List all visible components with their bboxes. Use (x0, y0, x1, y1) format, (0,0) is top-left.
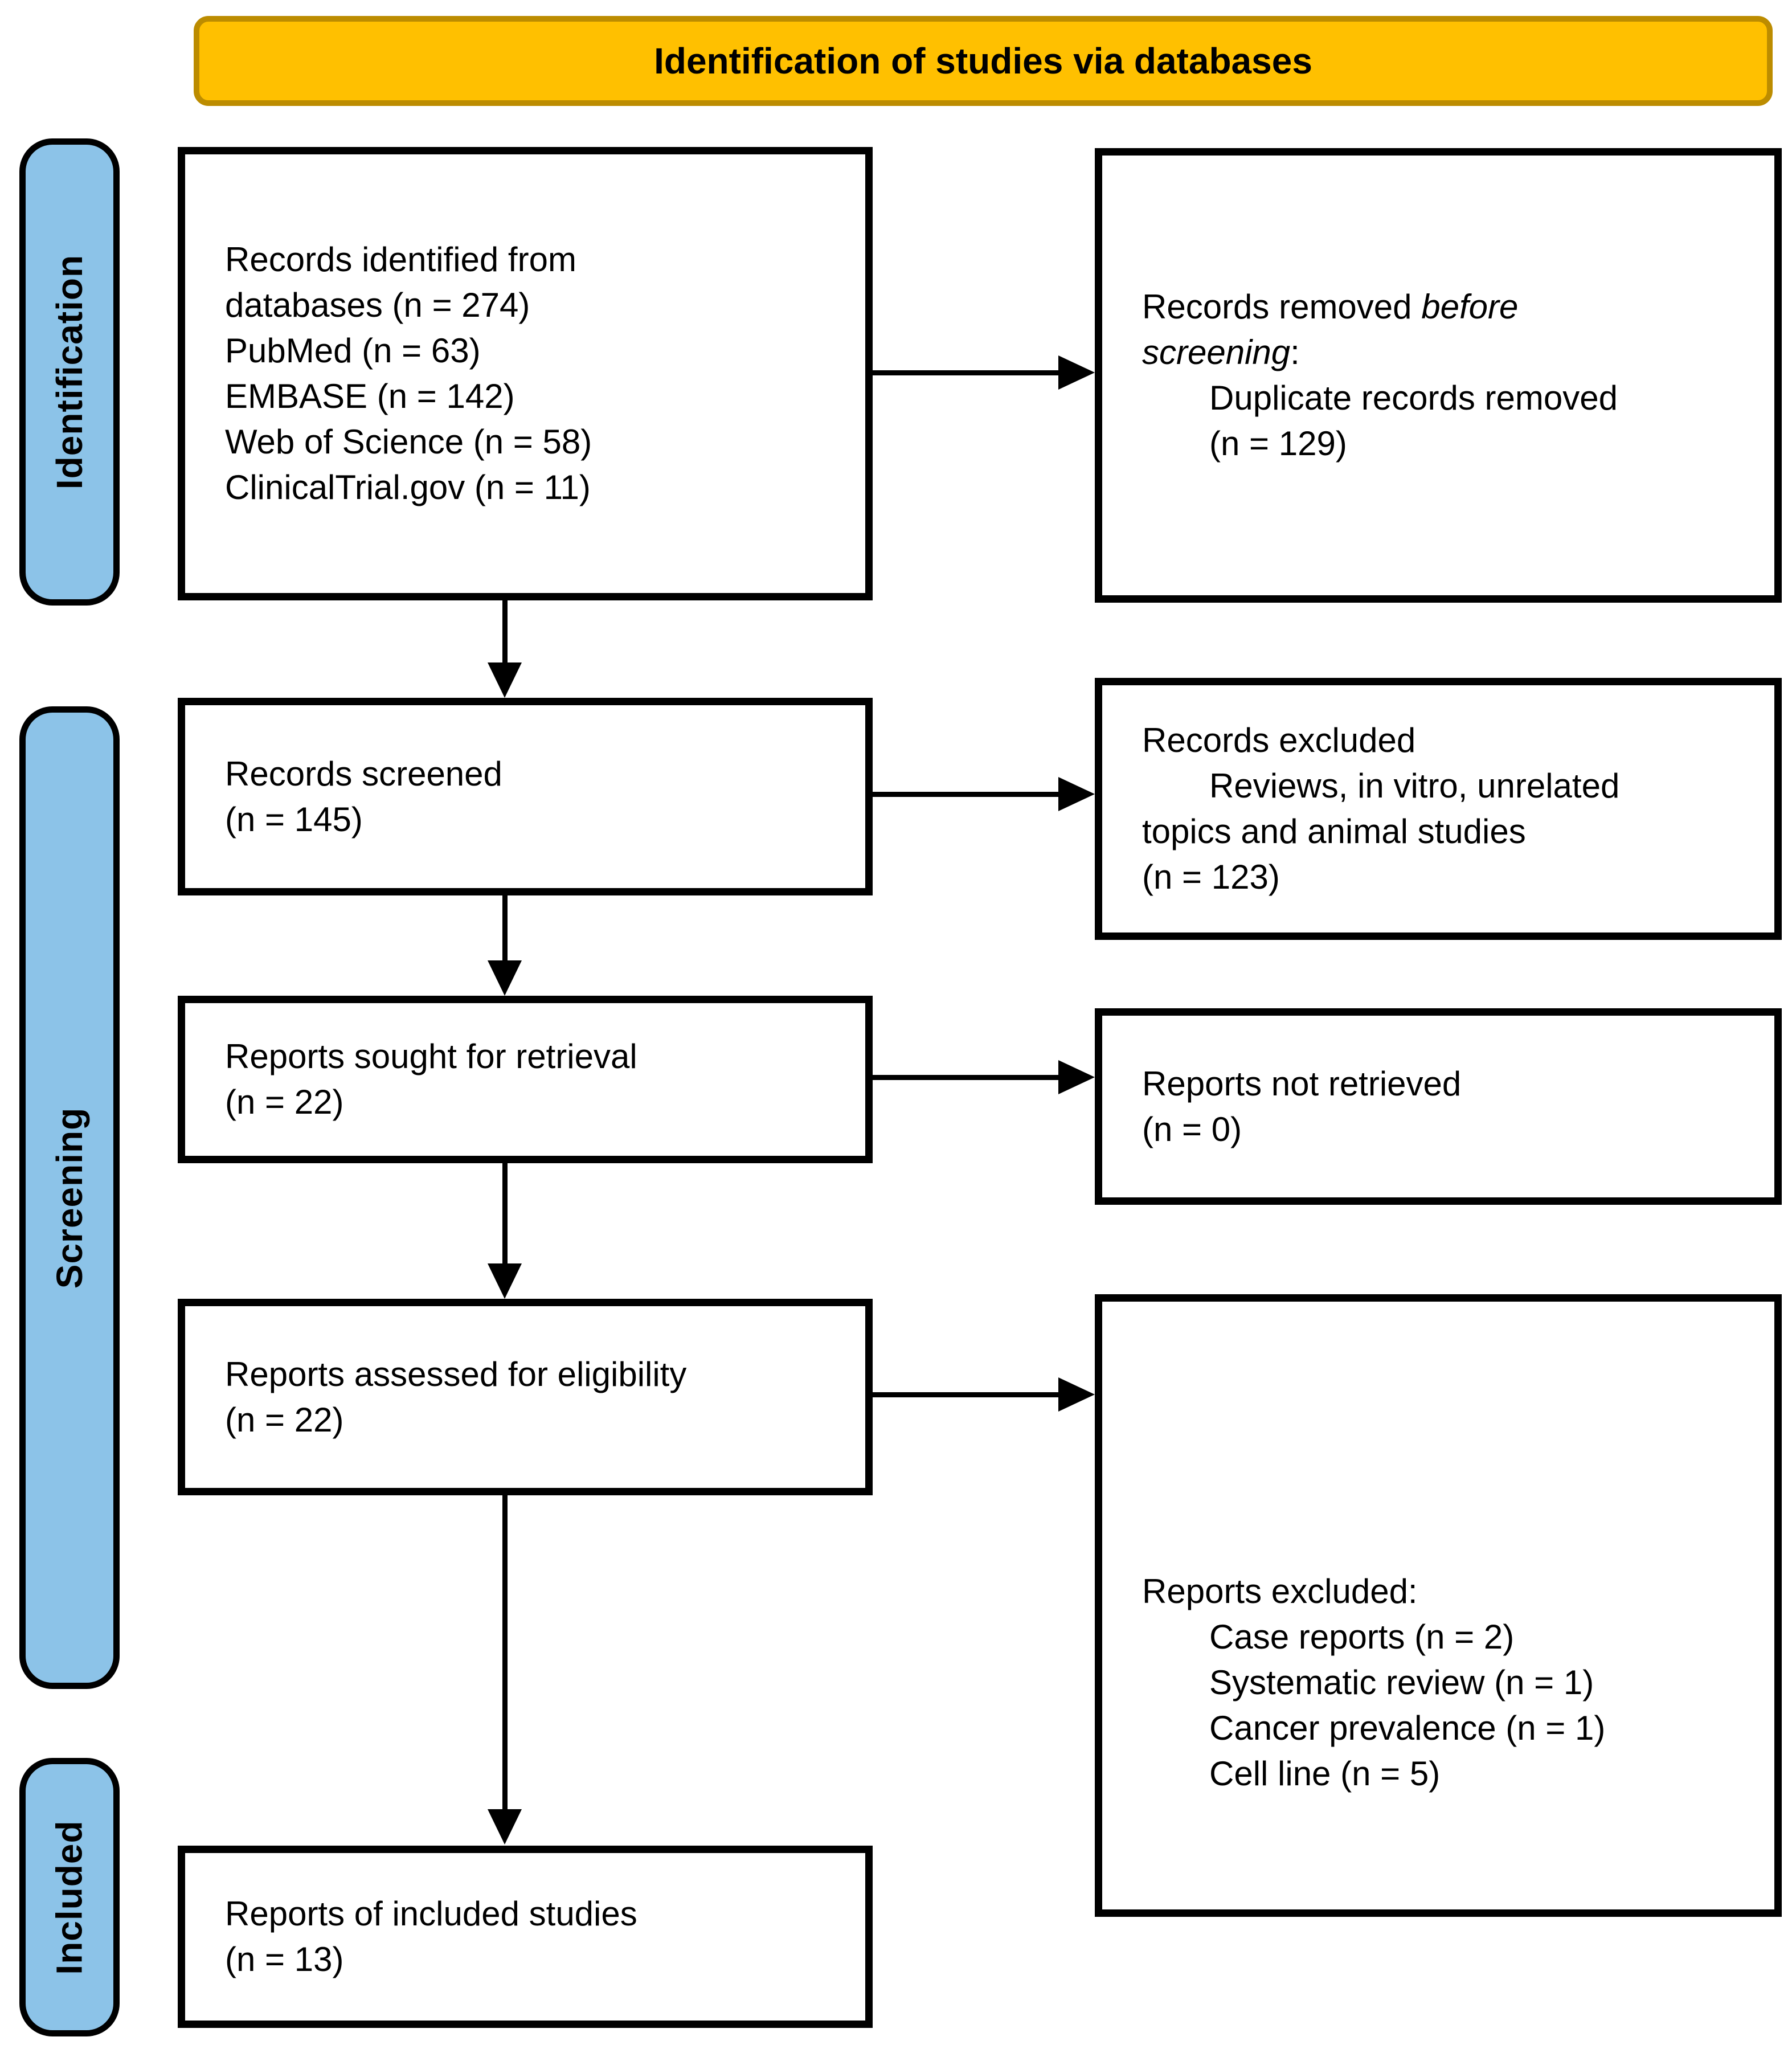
box-text-line: Reviews, in vitro, unrelated (1142, 763, 1752, 809)
arrow-line-assessed-to-reports-excluded (873, 1392, 1058, 1397)
box-text-segment: (n = 13) (225, 1940, 344, 1978)
box-text-segment: : (1290, 333, 1300, 371)
box-text-segment: Cell line (n = 5) (1209, 1754, 1441, 1793)
box-text-segment: Web of Science (n = 58) (225, 423, 592, 461)
box-text-line: Reports excluded: (1142, 1569, 1752, 1614)
box-text-segment: (n = 145) (225, 800, 363, 839)
flow-box-records-screened: Records screened (n = 145) (178, 698, 873, 895)
box-text-line: Systematic review (n = 1) (1142, 1660, 1752, 1706)
arrow-head-assessed-to-included (488, 1809, 522, 1844)
arrow-head-screened-to-sought (488, 960, 522, 996)
box-text-segment: Records excluded (1142, 721, 1416, 759)
box-text-segment: Reports assessed for eligibility (225, 1355, 687, 1393)
flow-box-reports-sought-for-retrieval: Reports sought for retrieval (n = 22) (178, 996, 873, 1163)
box-text-line: ClinicalTrial.gov (n = 11) (225, 465, 842, 510)
box-text-line: Records removed before (1142, 284, 1752, 330)
arrow-line-screened-to-sought (502, 895, 508, 960)
box-text-line: Case reports (n = 2) (1142, 1614, 1752, 1660)
box-text-segment: topics and animal studies (1142, 812, 1526, 850)
box-text-segment: (n = 123) (1142, 858, 1280, 896)
box-text-segment: (n = 22) (225, 1400, 344, 1439)
arrow-head-sought-to-not-retrieved (1058, 1060, 1095, 1094)
banner-title: Identification of studies via databases (194, 16, 1773, 106)
arrow-head-sought-to-assessed (488, 1263, 522, 1299)
box-text-segment: Reports not retrieved (1142, 1064, 1462, 1103)
box-text-line: (n = 145) (225, 797, 842, 842)
box-text-line: Duplicate records removed (1142, 375, 1752, 421)
box-text-segment: screening (1142, 333, 1291, 371)
box-text-line: PubMed (n = 63) (225, 328, 842, 374)
arrow-head-assessed-to-reports-excluded (1058, 1377, 1095, 1412)
sidebar-phase-screening-label: Screening (49, 1107, 90, 1289)
sidebar-phase-screening: Screening (19, 706, 120, 1689)
arrow-line-assessed-to-included (502, 1495, 508, 1809)
box-text-line: (n = 129) (1142, 421, 1752, 467)
box-text-line: Reports not retrieved (1142, 1061, 1752, 1107)
box-text-line: Reports assessed for eligibility (225, 1352, 842, 1397)
box-text-segment: before (1421, 288, 1519, 326)
box-text-segment: Reports of included studies (225, 1895, 637, 1933)
box-text-line: topics and animal studies (1142, 809, 1752, 854)
box-text-line: (n = 13) (225, 1937, 842, 1982)
box-text-line: (n = 0) (1142, 1107, 1752, 1152)
box-text-line: databases (n = 274) (225, 283, 842, 328)
sidebar-phase-identification-label: Identification (49, 254, 90, 490)
box-text-segment: Records screened (225, 754, 502, 793)
box-text-segment: Reports sought for retrieval (225, 1037, 637, 1075)
box-text-segment: (n = 129) (1209, 424, 1347, 463)
flow-box-reports-assessed-for-eligibility: Reports assessed for eligibility (n = 22) (178, 1299, 873, 1495)
arrow-line-identified-to-removed (873, 370, 1058, 375)
arrow-line-screened-to-excluded (873, 792, 1058, 797)
arrow-line-sought-to-assessed (502, 1163, 508, 1263)
box-text-segment: Systematic review (n = 1) (1209, 1663, 1594, 1702)
flow-box-records-identified: Records identified from databases (n = 27… (178, 147, 873, 600)
sidebar-phase-identification: Identification (19, 138, 120, 606)
box-text-segment: Records removed (1142, 288, 1422, 326)
arrow-line-sought-to-not-retrieved (873, 1075, 1058, 1080)
box-text-segment: EMBASE (n = 142) (225, 377, 515, 415)
box-text-line: EMBASE (n = 142) (225, 374, 842, 419)
box-text-line: Records screened (225, 751, 842, 797)
box-text-segment: Reviews, in vitro, unrelated (1209, 767, 1620, 805)
box-text-segment: (n = 22) (225, 1083, 344, 1121)
box-text-line: Records identified from (225, 237, 842, 283)
box-text-segment: Cancer prevalence (n = 1) (1209, 1708, 1606, 1747)
box-text-line: Reports of included studies (225, 1891, 842, 1937)
sidebar-phase-included-label: Included (49, 1819, 90, 1975)
flow-box-reports-excluded: Reports excluded: Case reports (n = 2) Sys… (1095, 1294, 1782, 1917)
box-text-line: screening: (1142, 330, 1752, 375)
box-text-line: Cancer prevalence (n = 1) (1142, 1706, 1752, 1751)
box-text-segment: ClinicalTrial.gov (n = 11) (225, 468, 591, 506)
box-text-segment: Records identified from (225, 240, 576, 279)
flow-box-reports-not-retrieved: Reports not retrieved (n = 0) (1095, 1008, 1782, 1205)
box-text-line: (n = 22) (225, 1079, 842, 1125)
sidebar-phase-included: Included (19, 1758, 120, 2036)
box-text-line: Reports sought for retrieval (225, 1034, 842, 1079)
arrow-head-identified-to-screened (488, 662, 522, 698)
box-text-line: (n = 123) (1142, 854, 1752, 900)
arrow-line-identified-to-screened (502, 600, 508, 662)
box-text-segment: Case reports (n = 2) (1209, 1617, 1515, 1656)
box-text-line: Web of Science (n = 58) (225, 419, 842, 465)
box-text-segment: PubMed (n = 63) (225, 332, 481, 370)
flow-box-reports-of-included-studies: Reports of included studies (n = 13) (178, 1846, 873, 2028)
box-text-line: Records excluded (1142, 718, 1752, 763)
arrow-head-screened-to-excluded (1058, 777, 1095, 811)
box-text-line: Cell line (n = 5) (1142, 1751, 1752, 1797)
box-text-segment: databases (n = 274) (225, 286, 530, 324)
box-text-segment: Duplicate records removed (1209, 379, 1618, 417)
box-text-segment: Reports excluded: (1142, 1572, 1418, 1610)
box-text-line: (n = 22) (225, 1397, 842, 1443)
box-text-segment: (n = 0) (1142, 1110, 1242, 1148)
arrow-head-identified-to-removed (1058, 355, 1095, 390)
